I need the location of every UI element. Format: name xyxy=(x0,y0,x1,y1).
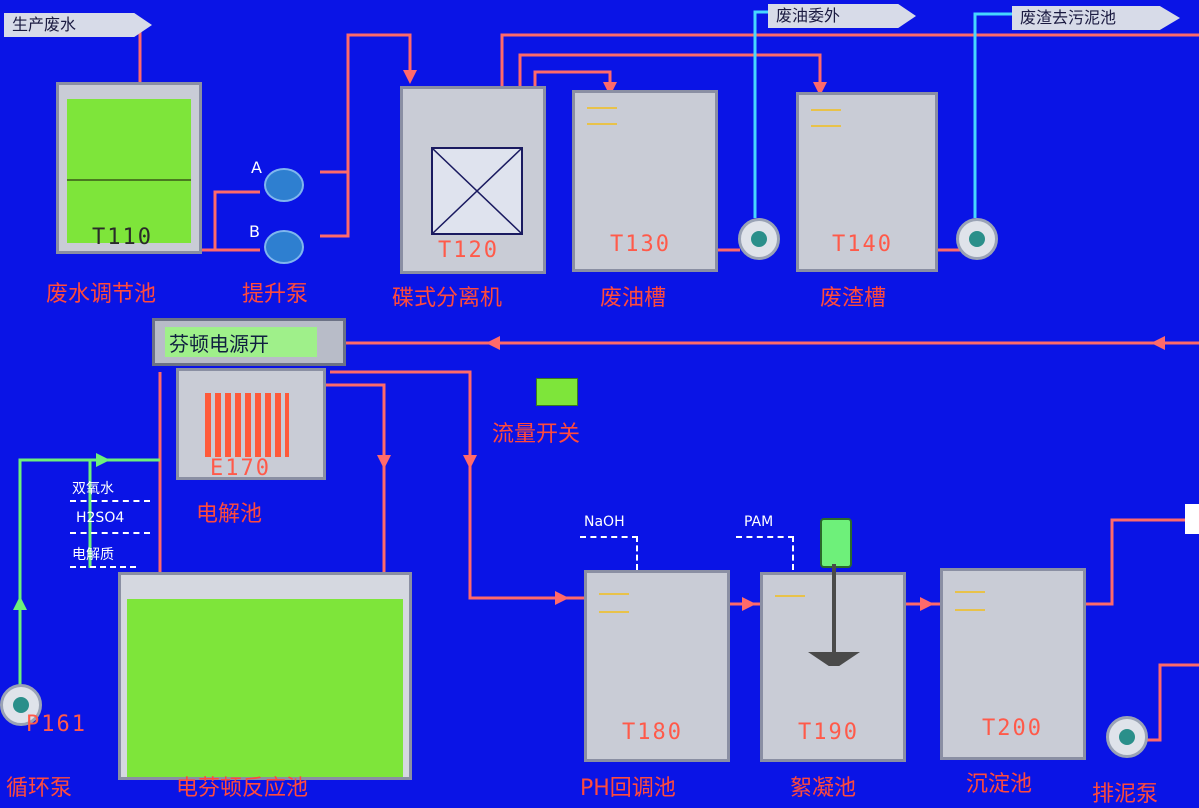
tank-t110-divider xyxy=(67,179,191,181)
dosing-electrolyte-label: 电解质 xyxy=(72,547,114,563)
lift-pump-a[interactable] xyxy=(264,168,304,202)
tank-t110-liquid xyxy=(67,99,191,243)
outlet-box[interactable] xyxy=(1185,504,1199,534)
tank-t200-label: 沉淀池 xyxy=(966,772,1033,797)
dosing-line xyxy=(736,536,794,538)
flow-switch-indicator[interactable] xyxy=(536,378,578,406)
tank-t130-tag: T130 xyxy=(610,232,671,257)
lift-pump-b[interactable] xyxy=(264,230,304,264)
tank-e170-tag: E170 xyxy=(210,456,271,481)
dosing-naoh-label: NaOH xyxy=(584,514,625,530)
fenton-power-switch-display xyxy=(165,327,317,357)
separator-cross-icon xyxy=(432,148,522,234)
lift-pump-label: 提升泵 xyxy=(242,282,309,307)
level-mark xyxy=(587,123,617,125)
level-mark xyxy=(811,109,841,111)
tank-t110[interactable] xyxy=(56,82,202,254)
tank-e170[interactable] xyxy=(176,368,326,480)
tank-t140[interactable] xyxy=(796,92,938,272)
dosing-line xyxy=(70,500,150,502)
tank-t200-tag: T200 xyxy=(982,716,1043,741)
mixer-shaft xyxy=(832,564,836,656)
dosing-line xyxy=(70,532,150,534)
tank-t130[interactable] xyxy=(572,90,718,272)
tank-fenton[interactable] xyxy=(118,572,412,780)
dosing-line xyxy=(792,536,794,570)
discharge-pump-icon[interactable] xyxy=(1106,716,1148,758)
fenton-power-switch[interactable]: 芬顿电源开 xyxy=(152,318,346,366)
tank-t110-label: 废水调节池 xyxy=(46,282,157,307)
tank-t120-label: 碟式分离机 xyxy=(392,286,503,311)
dosing-line xyxy=(636,536,638,570)
level-mark xyxy=(955,609,985,611)
lift-pump-b-label: B xyxy=(249,222,260,241)
fenton-power-switch-label: 芬顿电源开 xyxy=(169,332,269,356)
dosing-line xyxy=(580,536,638,538)
waste-residue-pump-icon[interactable] xyxy=(956,218,998,260)
pump-p161-label: 循环泵 xyxy=(6,776,73,801)
circulation-pump-icon[interactable] xyxy=(0,684,42,726)
tank-t110-tag: T110 xyxy=(92,225,153,250)
level-mark xyxy=(587,107,617,109)
tank-t200[interactable] xyxy=(940,568,1086,760)
flow-switch-label: 流量开关 xyxy=(492,422,581,447)
level-mark xyxy=(599,611,629,613)
separator-unit xyxy=(431,147,523,235)
dosing-h2o2-label: 双氧水 xyxy=(72,481,114,497)
flag-production-wastewater: 生产废水 xyxy=(4,13,152,37)
flag-waste-oil-outsourced: 废油委外 xyxy=(768,4,916,28)
level-mark xyxy=(599,593,629,595)
dosing-line xyxy=(70,566,136,568)
discharge-pump-label: 排泥泵 xyxy=(1092,782,1159,807)
level-mark xyxy=(811,125,841,127)
pump-p161-tag: P161 xyxy=(26,712,87,737)
waste-oil-pump-icon[interactable] xyxy=(738,218,780,260)
tank-fenton-label: 电芬顿反应池 xyxy=(176,776,309,801)
dosing-h2so4-label: H2SO4 xyxy=(76,510,125,526)
tank-t190-tag: T190 xyxy=(798,720,859,745)
tank-t180[interactable] xyxy=(584,570,730,762)
flag-waste-residue-to-sludge: 废渣去污泥池 xyxy=(1012,6,1180,30)
tank-t120-tag: T120 xyxy=(438,238,499,263)
tank-t140-tag: T140 xyxy=(832,232,893,257)
tank-t180-label: PH回调池 xyxy=(580,776,676,801)
mixer-motor-icon[interactable] xyxy=(820,518,852,568)
level-mark xyxy=(775,595,805,597)
tank-fenton-liquid xyxy=(127,599,403,777)
dosing-pam-label: PAM xyxy=(744,514,774,530)
tank-t140-label: 废渣槽 xyxy=(820,286,887,311)
tank-t120[interactable] xyxy=(400,86,546,274)
tank-t180-tag: T180 xyxy=(622,720,683,745)
tank-t130-label: 废油槽 xyxy=(600,286,667,311)
level-mark xyxy=(955,591,985,593)
tank-e170-label: 电解池 xyxy=(196,502,263,527)
tank-t190-label: 絮凝池 xyxy=(790,776,857,801)
electrode-array xyxy=(205,393,289,457)
lift-pump-a-label: A xyxy=(251,158,262,177)
